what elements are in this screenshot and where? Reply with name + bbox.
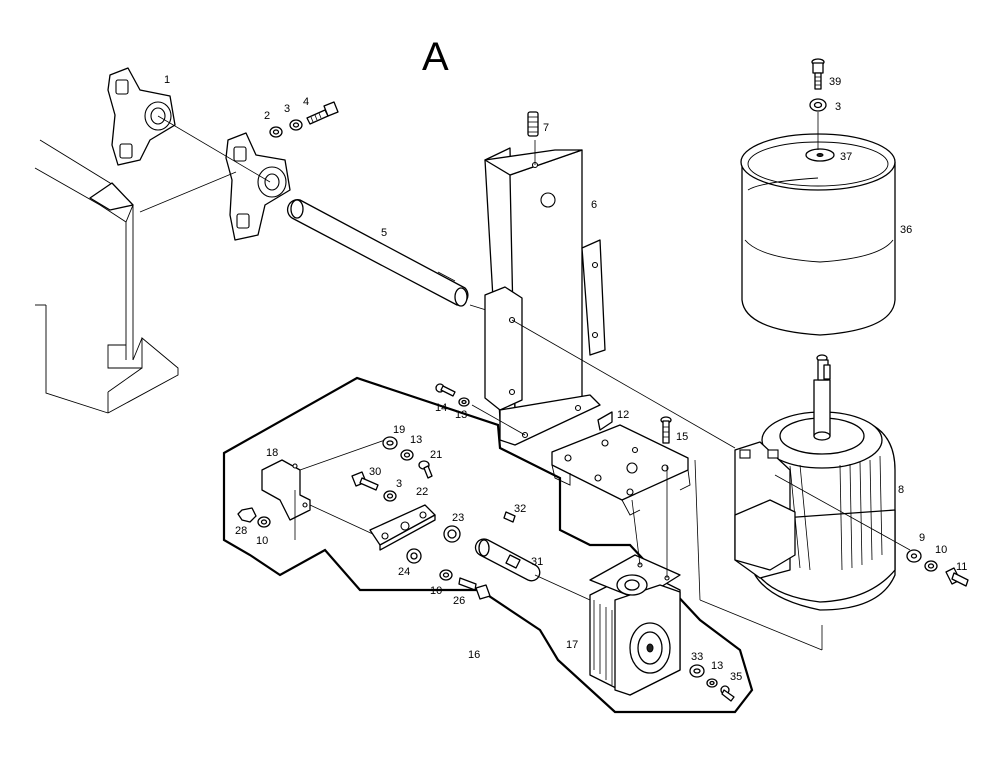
callout-35: 35	[730, 671, 742, 683]
mounting-bracket-part-6	[484, 147, 606, 446]
bolt-part-21	[418, 460, 433, 479]
callout-31: 31	[531, 556, 543, 568]
callout-16: 16	[468, 649, 480, 661]
washer-part-13-gearbox	[706, 678, 718, 688]
callout-10-sub: 10	[430, 585, 442, 597]
diagram-title: A	[422, 35, 449, 79]
gearbox-part-17	[589, 554, 681, 696]
callout-4: 4	[303, 96, 309, 108]
subassembly-16-outline	[222, 376, 754, 714]
bolt-part-14	[435, 383, 456, 397]
callout-23: 23	[452, 512, 464, 524]
callout-28: 28	[235, 525, 247, 537]
callout-32: 32	[514, 503, 526, 515]
callout-3-sub: 3	[396, 478, 402, 490]
machine-frame	[34, 139, 179, 414]
callout-39: 39	[829, 76, 841, 88]
callout-2: 2	[264, 110, 270, 122]
nut-part-28	[237, 507, 257, 523]
bolt-part-11	[945, 567, 969, 587]
callout-12: 12	[617, 409, 629, 421]
callout-15: 15	[676, 431, 688, 443]
washer-part-10-left	[257, 516, 271, 528]
bolt-part-30	[351, 471, 379, 491]
callout-9: 9	[919, 532, 925, 544]
callout-13-a: 13	[455, 409, 467, 421]
callout-10-right: 10	[935, 544, 947, 556]
callout-37: 37	[840, 151, 852, 163]
lock-washer-part-3-top	[809, 98, 827, 112]
callout-18: 18	[266, 447, 278, 459]
callout-26: 26	[453, 595, 465, 607]
callout-3-top: 3	[835, 101, 841, 113]
spacer-part-24	[406, 548, 422, 564]
lock-washer-part-3-sub	[383, 490, 397, 502]
bracket-part-18	[261, 459, 311, 540]
callout-24: 24	[398, 566, 410, 578]
callout-7: 7	[543, 122, 549, 134]
callout-21: 21	[430, 449, 442, 461]
callout-19: 19	[393, 424, 405, 436]
callout-6: 6	[591, 199, 597, 211]
washer-part-10-right	[924, 560, 938, 572]
callout-33: 33	[691, 651, 703, 663]
drum-pulley-part-36	[740, 133, 896, 336]
washer-part-13	[458, 397, 470, 407]
washer-part-33	[689, 664, 705, 678]
bolt-part-26	[458, 577, 491, 600]
bolt-part-39	[811, 58, 825, 90]
key-part-32	[503, 511, 516, 523]
callout-3: 3	[284, 103, 290, 115]
callout-13-b: 13	[410, 434, 422, 446]
callout-11: 11	[956, 561, 967, 573]
washer-part-9	[906, 549, 922, 563]
callout-13-c: 13	[711, 660, 723, 672]
washer-part-19	[382, 436, 398, 450]
callout-30: 30	[369, 466, 381, 478]
callout-5: 5	[381, 227, 387, 239]
callout-17: 17	[566, 639, 578, 651]
callout-22: 22	[416, 486, 428, 498]
callout-1: 1	[164, 74, 170, 86]
motor-shaft-end	[816, 354, 831, 381]
washer-part-13-sub	[400, 449, 414, 461]
callout-8: 8	[898, 484, 904, 496]
cap-part-37	[805, 148, 835, 162]
pillow-block-bearing-2	[225, 132, 291, 241]
bolt-part-15	[660, 416, 672, 444]
shaft-part-5	[286, 199, 469, 307]
motor-base-plate-part-12	[551, 411, 691, 516]
washer-part-2	[269, 126, 283, 138]
washer-part-10-sub	[439, 569, 453, 581]
set-screw-part-7	[527, 111, 539, 137]
callout-14: 14	[435, 402, 447, 414]
electric-motor-part-8	[734, 379, 896, 611]
bolt-part-4	[306, 101, 339, 125]
lock-washer-part-3	[289, 119, 303, 131]
plate-part-22	[369, 504, 436, 551]
pillow-block-bearing-1	[107, 67, 176, 166]
callout-36: 36	[900, 224, 912, 236]
bearing-part-23	[443, 525, 461, 543]
callout-10-left: 10	[256, 535, 268, 547]
coupling-part-31	[474, 538, 541, 582]
bolt-part-35	[720, 685, 735, 702]
